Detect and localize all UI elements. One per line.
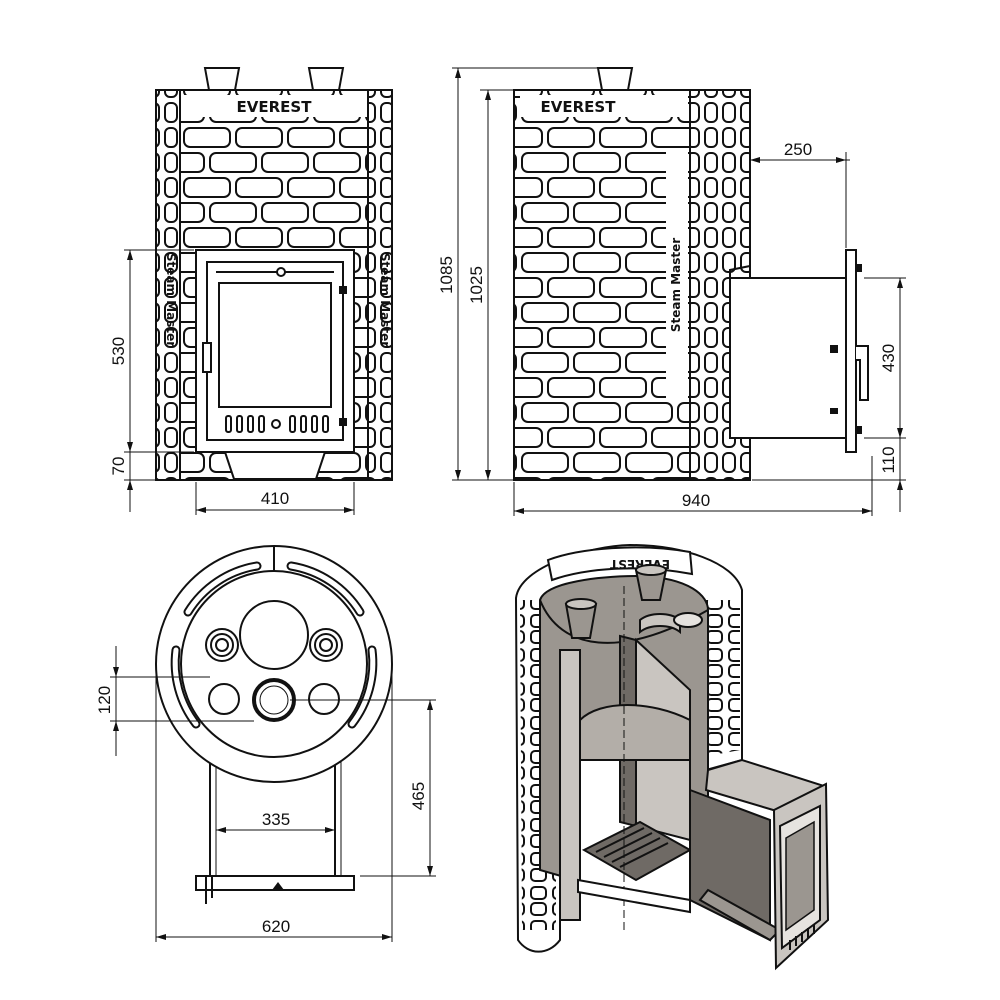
svg-text:Steam Master: Steam Master [164,253,178,347]
svg-text:940: 940 [682,491,710,510]
side-dimensions: 1085 1025 250 430 110 940 [437,67,906,516]
front-dimensions: 410 530 70 [109,249,355,515]
side-brand-label: EVEREST [541,98,617,116]
top-view: 120 335 465 620 [95,545,436,942]
svg-text:Steam Master: Steam Master [378,253,392,347]
svg-text:120: 120 [95,686,114,714]
outer-casing-ring [155,545,393,783]
side-view: EVEREST Steam Master 1085 1025 250 [437,67,906,516]
draft-slots [225,415,329,433]
front-view: EVEREST Steam Master Steam Master [109,67,393,515]
svg-text:620: 620 [262,917,290,936]
svg-text:530: 530 [109,337,128,365]
inner-wall-left [559,649,581,921]
side-chimney-stub [596,67,634,91]
svg-text:335: 335 [262,810,290,829]
ring-slots [170,546,378,729]
svg-text:250: 250 [784,140,812,159]
chimney-stub-left [203,67,241,91]
chimney-stub-right [307,67,345,91]
fire-tunnel-body [729,277,847,439]
top-dimensions: 120 335 465 620 [95,646,436,942]
cutaway-chimneys [564,564,703,639]
chimney-opening [239,600,309,670]
cutaway-view: EVEREST [514,543,830,971]
svg-text:430: 430 [879,344,898,372]
svg-text:465: 465 [409,782,428,810]
svg-text:1025: 1025 [467,266,486,304]
ash-pan-base [223,451,327,480]
svg-text:110: 110 [879,446,898,473]
tunnel-door-handle [856,345,869,401]
water-fittings [205,628,343,662]
svg-text:1085: 1085 [437,256,456,294]
stove-door [206,261,344,441]
svg-text:410: 410 [261,489,289,508]
door-handle [202,342,212,373]
fire-tunnel [729,264,751,280]
door-glass [218,282,332,408]
front-brand-label: EVEREST [237,98,313,116]
svg-text:Steam Master: Steam Master [669,238,683,332]
svg-text:70: 70 [109,457,128,476]
tunnel-front-plate [845,249,857,453]
